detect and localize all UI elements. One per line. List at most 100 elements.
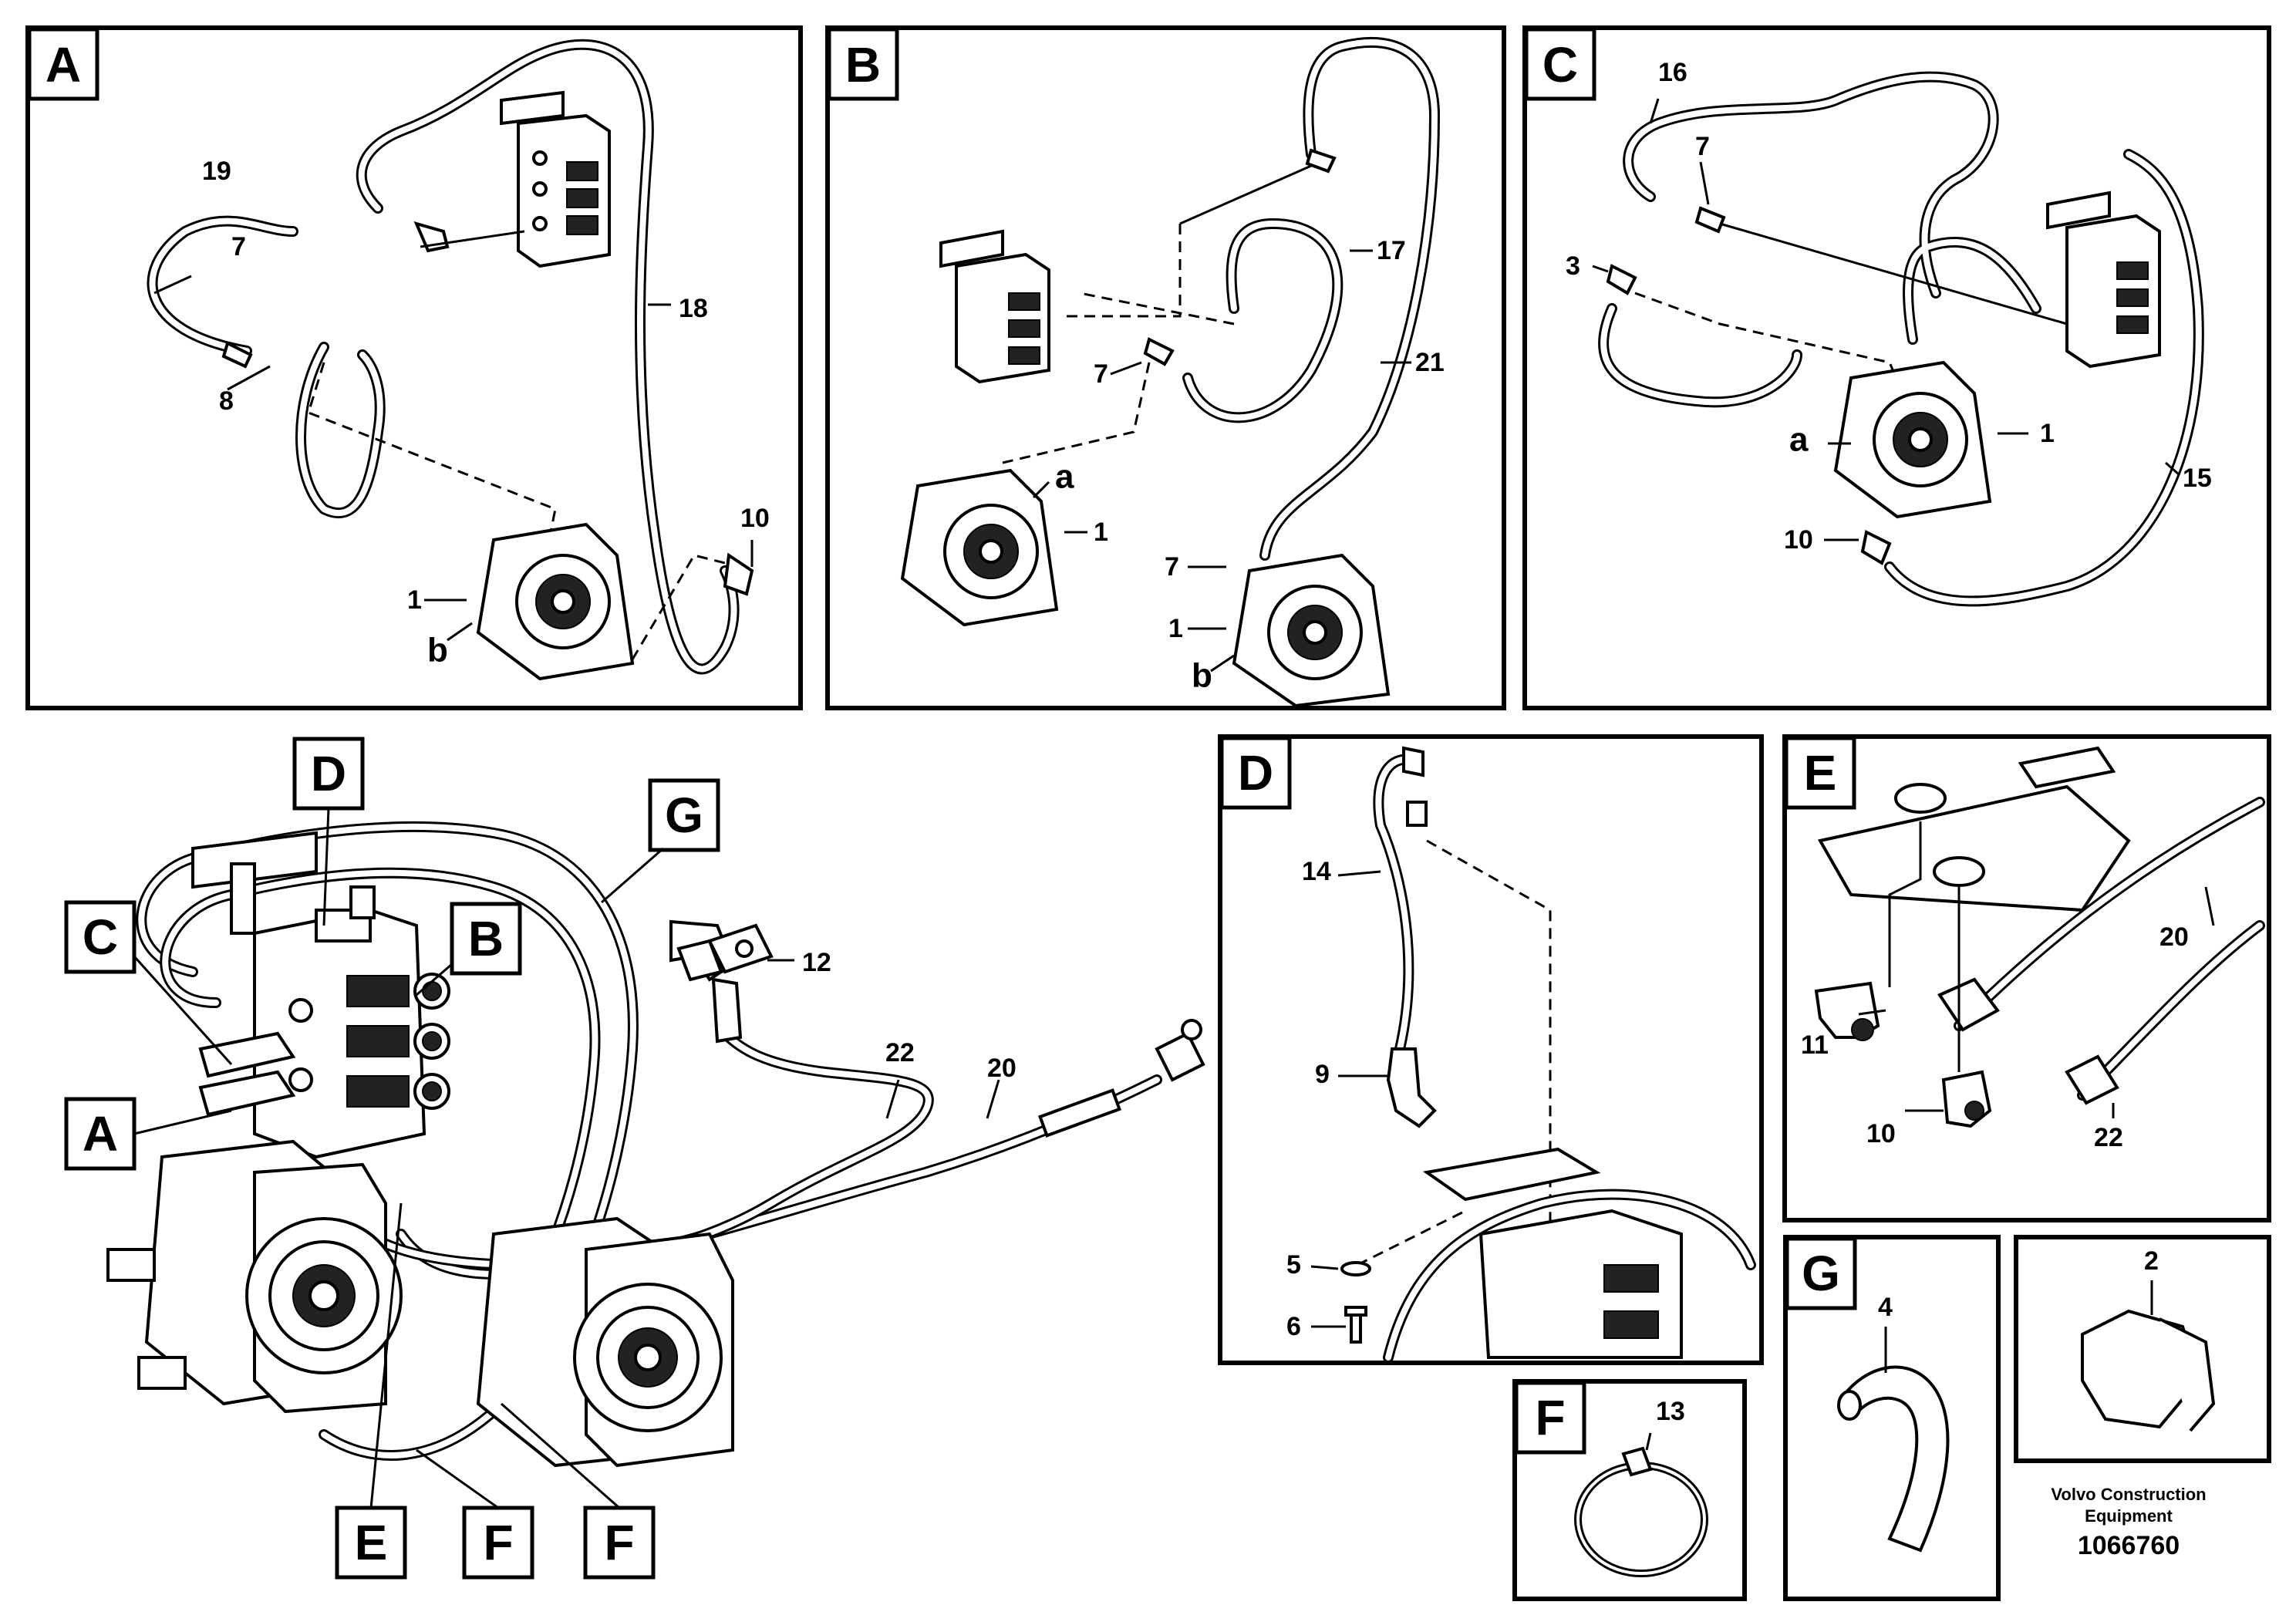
company-name-line1: Volvo Construction — [2051, 1485, 2206, 1504]
main-tag-e: E — [335, 1506, 407, 1580]
svg-text:A: A — [46, 37, 81, 93]
callout-8: 8 — [219, 386, 234, 416]
callout-7-bottom: 7 — [1165, 552, 1179, 582]
hose-clamp — [1574, 1446, 1708, 1577]
callout-21: 21 — [1415, 348, 1445, 377]
drive-motor — [476, 522, 635, 681]
main-tag-g: G — [648, 778, 720, 852]
callout-6: 6 — [1286, 1312, 1301, 1341]
svg-text:F: F — [483, 1515, 513, 1570]
fitting-10 — [1941, 1070, 1992, 1128]
panel-part-2: 2 — [2014, 1235, 2271, 1463]
callout-12: 12 — [802, 948, 831, 977]
callout-20: 20 — [987, 1054, 1017, 1083]
valve-port-row-1 — [346, 973, 450, 1010]
svg-text:F: F — [1535, 1390, 1565, 1445]
callout-7-top: 7 — [1094, 359, 1108, 389]
drive-motor-upper — [900, 468, 1059, 627]
panel-c: C — [1522, 25, 2271, 710]
panel-b-tag: B — [827, 27, 899, 101]
panel-e-tag: E — [1784, 736, 1856, 810]
callout-10: 10 — [740, 504, 770, 533]
svg-text:B: B — [468, 911, 504, 966]
plug — [2081, 1309, 2216, 1432]
svg-text:E: E — [1804, 745, 1837, 801]
callout-13: 13 — [1656, 1397, 1685, 1426]
panel-d-tag: D — [1219, 736, 1292, 810]
fitting-11 — [1814, 981, 1880, 1041]
callout-1: 1 — [407, 585, 422, 615]
callout-16: 16 — [1658, 58, 1687, 87]
letter-a: a — [1055, 458, 1074, 496]
svg-text:G: G — [665, 787, 703, 843]
panel-f-tag: F — [1514, 1381, 1586, 1455]
callout-22: 22 — [2094, 1123, 2123, 1152]
control-valve — [191, 831, 450, 1159]
panel-c-tag: C — [1524, 27, 1596, 101]
svg-text:D: D — [311, 746, 346, 801]
svg-text:B: B — [845, 37, 881, 93]
callout-17: 17 — [1377, 236, 1406, 265]
panel-d: D 14 9 5 6 — [1218, 734, 1764, 1365]
callout-5: 5 — [1286, 1250, 1301, 1280]
letter-b: b — [427, 632, 448, 669]
callout-10: 10 — [1866, 1119, 1896, 1148]
control-valve — [939, 229, 1050, 384]
letter-a: a — [1789, 421, 1809, 459]
valve-port-row-3 — [346, 1073, 450, 1110]
callout-2: 2 — [2144, 1246, 2159, 1276]
panel-f: F 13 — [1512, 1379, 1747, 1601]
callout-3: 3 — [1566, 251, 1580, 281]
letter-b: b — [1192, 657, 1212, 695]
callout-4: 4 — [1878, 1293, 1893, 1322]
panel-b: B — [825, 25, 1506, 710]
panel-g-tag: G — [1785, 1236, 1857, 1310]
callout-11: 11 — [1801, 1030, 1829, 1060]
main-tag-d: D — [292, 737, 365, 811]
callout-19: 19 — [202, 157, 231, 186]
drive-motor-left — [106, 1139, 403, 1414]
main-assembly: D G C B A E F F — [64, 737, 1205, 1580]
svg-text:E: E — [355, 1515, 388, 1570]
panel-g: G 4 — [1783, 1235, 2001, 1601]
callout-15: 15 — [2183, 464, 2212, 493]
svg-text:C: C — [1542, 37, 1578, 93]
main-tag-b: B — [450, 902, 522, 976]
main-tag-f-left: F — [462, 1506, 534, 1580]
callout-7: 7 — [1695, 132, 1710, 161]
panel-a: A — [25, 25, 803, 710]
reference-block: Volvo Construction Equipment 1066760 — [2051, 1485, 2206, 1560]
callout-20: 20 — [2159, 922, 2189, 952]
control-valve — [1422, 1147, 1683, 1359]
drive-motor-right — [476, 1216, 734, 1468]
callout-9: 9 — [1315, 1060, 1330, 1089]
svg-text:F: F — [604, 1515, 634, 1570]
svg-text:A: A — [83, 1106, 118, 1162]
svg-text:D: D — [1238, 745, 1273, 801]
svg-text:G: G — [1802, 1246, 1840, 1301]
callout-1: 1 — [2040, 419, 2055, 448]
main-tag-f-right: F — [583, 1506, 656, 1580]
drawing-number: 1066760 — [2078, 1531, 2180, 1560]
company-name-line2: Equipment — [2085, 1506, 2173, 1526]
callout-22: 22 — [885, 1038, 915, 1067]
main-tag-c: C — [64, 900, 137, 974]
control-valve — [2046, 191, 2161, 369]
valve-port-row-2 — [346, 1023, 450, 1060]
callout-14: 14 — [1302, 857, 1331, 886]
svg-text:C: C — [83, 909, 118, 965]
callout-7: 7 — [231, 232, 246, 261]
panel-a-tag: A — [27, 27, 99, 101]
drive-motor — [1833, 360, 1992, 519]
callout-1-bottom: 1 — [1168, 614, 1183, 643]
tee-fitting — [676, 923, 774, 982]
callout-1-top: 1 — [1094, 518, 1108, 547]
main-tag-a: A — [64, 1097, 137, 1171]
panel-e: E 20 11 10 22 — [1782, 734, 2271, 1222]
control-valve — [500, 90, 611, 268]
callout-10: 10 — [1784, 525, 1813, 555]
drive-motor-lower — [1232, 553, 1391, 708]
callout-18: 18 — [679, 294, 708, 323]
hose-guard — [1837, 1365, 1950, 1553]
